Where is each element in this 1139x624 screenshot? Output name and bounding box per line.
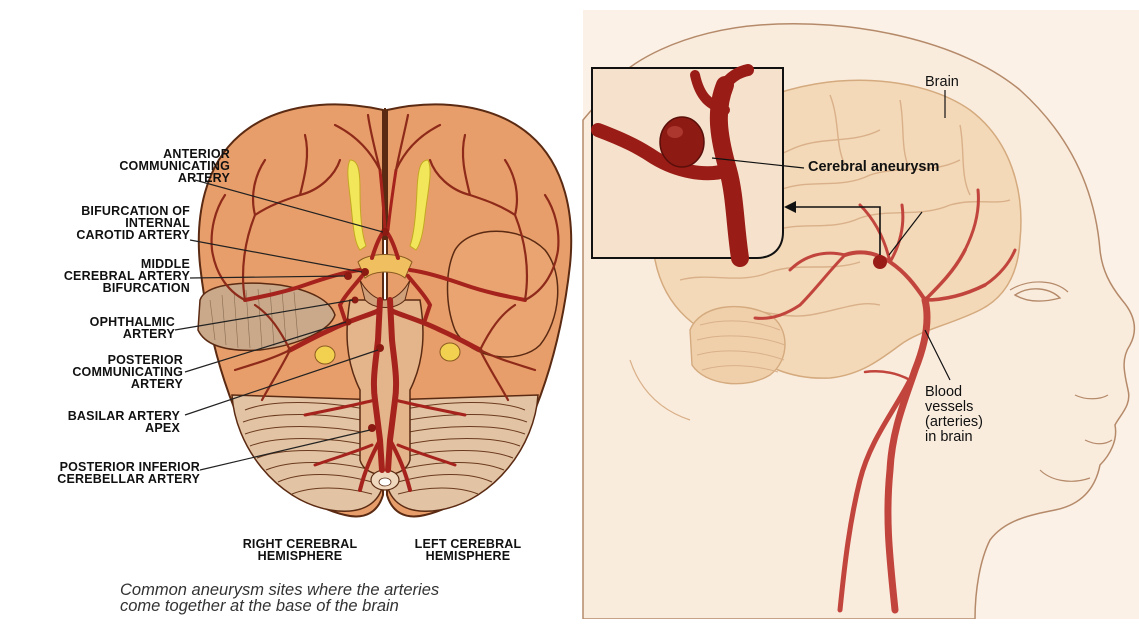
head-profile-diagram [583,10,1139,619]
label-brain: Brain [925,75,959,90]
label-bifurcation-internal-carotid: BIFURCATION OF INTERNAL CAROTID ARTERY [20,205,190,241]
label-anterior-communicating-artery: ANTERIOR COMMUNICATING ARTERY [60,148,230,184]
label-ophthalmic-artery: OPHTHALMIC ARTERY [20,316,175,340]
label-posterior-inferior-cerebellar-artery: POSTERIOR INFERIOR CEREBELLAR ARTERY [5,461,200,485]
brain-base-diagram [175,104,571,516]
label-left-cerebral-hemisphere: LEFT CEREBRAL HEMISPHERE [388,538,548,562]
label-right-cerebral-hemisphere: RIGHT CEREBRAL HEMISPHERE [220,538,380,562]
label-cerebral-aneurysm: Cerebral aneurysm [808,160,939,175]
label-basilar-artery-apex: BASILAR ARTERY APEX [20,410,180,434]
figure-caption: Common aneurysm sites where the arteries… [120,582,560,614]
label-posterior-communicating-artery: POSTERIOR COMMUNICATING ARTERY [20,354,183,390]
label-middle-cerebral-artery-bifurcation: MIDDLE CEREBRAL ARTERY BIFURCATION [10,258,190,294]
label-blood-vessels: Blood vessels (arteries) in brain [925,385,983,445]
